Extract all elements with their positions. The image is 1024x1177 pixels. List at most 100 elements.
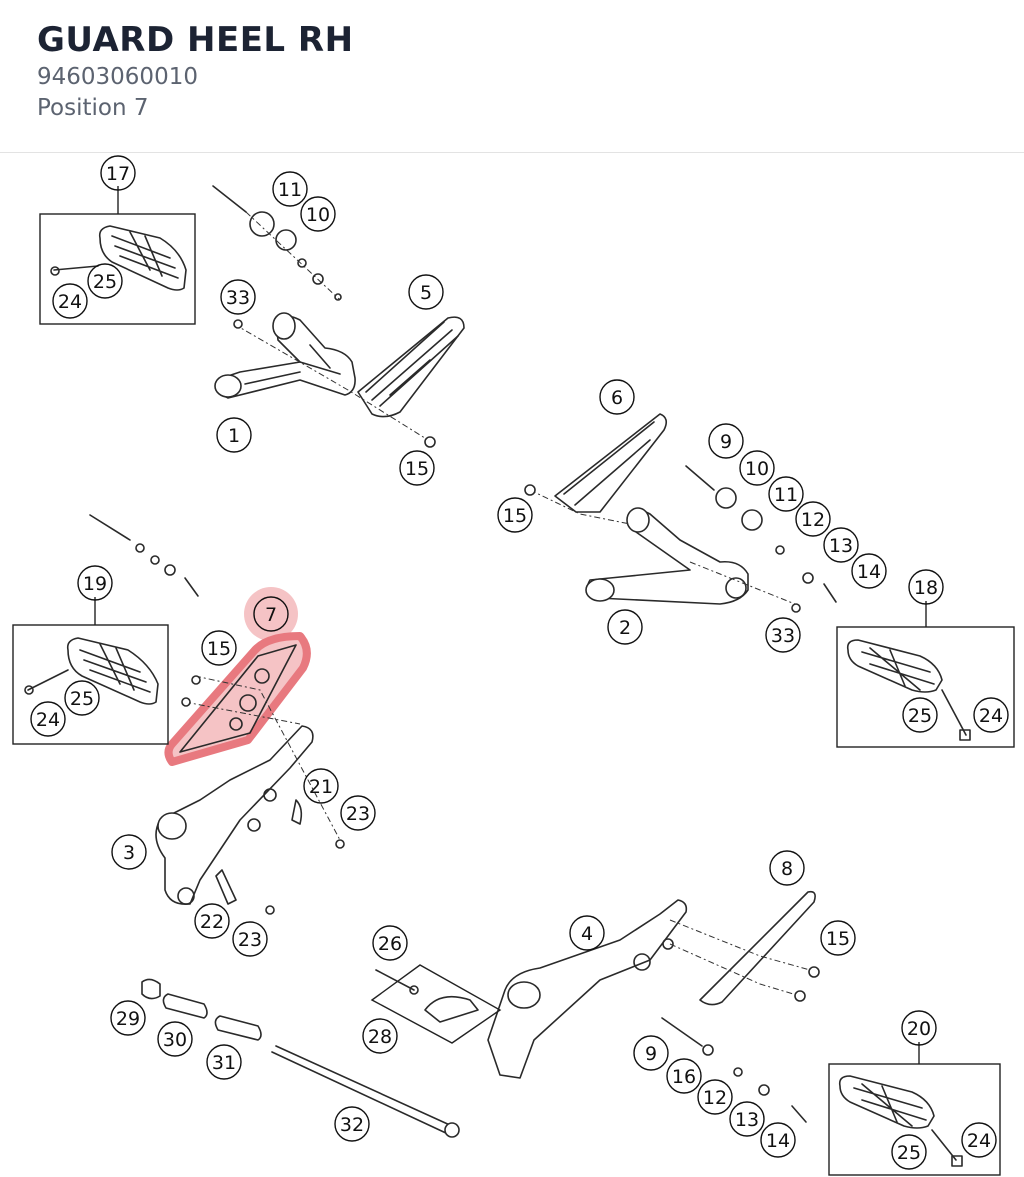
callout-29[interactable]: 29 [110, 1000, 146, 1036]
callout-11[interactable]: 11 [272, 171, 308, 207]
bushings-29-30-31 [141, 978, 262, 1041]
callout-number: 13 [735, 1109, 759, 1131]
callout-number: 9 [645, 1043, 657, 1065]
callout-15[interactable]: 15 [201, 630, 237, 666]
callout-33[interactable]: 33 [220, 279, 256, 315]
callout-32[interactable]: 32 [334, 1106, 370, 1142]
callout-number: 10 [745, 458, 769, 480]
callout-21[interactable]: 21 [303, 768, 339, 804]
callout-number: 17 [106, 163, 130, 185]
callout-25[interactable]: 25 [87, 263, 123, 299]
callout-13[interactable]: 13 [729, 1101, 765, 1137]
callout-17[interactable]: 17 [100, 155, 136, 191]
callout-9[interactable]: 9 [708, 423, 744, 459]
callout-10[interactable]: 10 [739, 450, 775, 486]
callout-11[interactable]: 11 [768, 476, 804, 512]
callout-23[interactable]: 23 [232, 921, 268, 957]
bolt-set-lower-right [661, 1017, 807, 1123]
callout-circle [961, 1122, 997, 1158]
callout-number: 33 [771, 625, 795, 647]
callout-10[interactable]: 10 [300, 196, 336, 232]
part-3-footrest-bracket-rear [89, 514, 345, 915]
callout-number: 24 [58, 291, 82, 313]
callout-31[interactable]: 31 [206, 1044, 242, 1080]
callout-2[interactable]: 2 [607, 609, 643, 645]
callout-number: 12 [703, 1087, 727, 1109]
callout-circle [599, 379, 635, 415]
callout-number: 12 [801, 509, 825, 531]
callout-22[interactable]: 22 [194, 903, 230, 939]
callout-circle [206, 1044, 242, 1080]
callout-number: 3 [123, 842, 135, 864]
callout-30[interactable]: 30 [157, 1021, 193, 1057]
callout-circle [362, 1018, 398, 1054]
callout-circle [30, 701, 66, 737]
callout-13[interactable]: 13 [823, 527, 859, 563]
callout-circle [100, 155, 136, 191]
callout-24[interactable]: 24 [52, 283, 88, 319]
callout-1[interactable]: 1 [216, 417, 252, 453]
callout-circle [300, 196, 336, 232]
callout-16[interactable]: 16 [666, 1058, 702, 1094]
callout-24[interactable]: 24 [30, 701, 66, 737]
callout-14[interactable]: 14 [851, 553, 887, 589]
callout-number: 33 [226, 287, 250, 309]
callout-number: 24 [36, 709, 60, 731]
callout-number: 18 [914, 577, 938, 599]
callout-5[interactable]: 5 [408, 274, 444, 310]
callout-7[interactable]: 7 [253, 596, 289, 632]
callout-24[interactable]: 24 [973, 697, 1009, 733]
callout-24[interactable]: 24 [961, 1122, 997, 1158]
callout-circle [973, 697, 1009, 733]
callout-19[interactable]: 19 [77, 565, 113, 601]
callout-number: 11 [774, 484, 798, 506]
callout-circle [77, 565, 113, 601]
callout-number: 32 [340, 1114, 364, 1136]
highlight-callout-bg [244, 587, 298, 641]
callout-25[interactable]: 25 [891, 1134, 927, 1170]
callout-25[interactable]: 25 [902, 697, 938, 733]
callout-number: 6 [611, 387, 623, 409]
part-number: 94603060010 [37, 64, 198, 90]
callout-15[interactable]: 15 [399, 450, 435, 486]
callout-12[interactable]: 12 [697, 1079, 733, 1115]
callout-26[interactable]: 26 [372, 925, 408, 961]
callout-circle [666, 1058, 702, 1094]
callout-number: 14 [766, 1130, 790, 1152]
callout-number: 23 [346, 803, 370, 825]
callout-number: 21 [309, 776, 333, 798]
callout-circle [769, 850, 805, 886]
callout-18[interactable]: 18 [908, 569, 944, 605]
callout-number: 26 [378, 933, 402, 955]
callout-circle [569, 915, 605, 951]
callout-circle [908, 569, 944, 605]
callout-23[interactable]: 23 [340, 795, 376, 831]
callout-8[interactable]: 8 [769, 850, 805, 886]
callout-33[interactable]: 33 [765, 617, 801, 653]
footpeg-group-20 [828, 1042, 1001, 1176]
callout-15[interactable]: 15 [497, 497, 533, 533]
callout-4[interactable]: 4 [569, 915, 605, 951]
callout-25[interactable]: 25 [64, 680, 100, 716]
callout-number: 8 [781, 858, 793, 880]
callout-3[interactable]: 3 [111, 834, 147, 870]
callout-14[interactable]: 14 [760, 1122, 796, 1158]
callout-number: 29 [116, 1008, 140, 1030]
callout-28[interactable]: 28 [362, 1018, 398, 1054]
callout-circle [851, 553, 887, 589]
callout-number: 5 [420, 282, 432, 304]
part-1-footrest-bracket-lh [212, 185, 465, 448]
callout-12[interactable]: 12 [795, 501, 831, 537]
callout-number: 19 [83, 573, 107, 595]
callout-20[interactable]: 20 [901, 1010, 937, 1046]
callout-6[interactable]: 6 [599, 379, 635, 415]
callout-number: 30 [163, 1029, 187, 1051]
callout-15[interactable]: 15 [820, 920, 856, 956]
callout-number: 15 [826, 928, 850, 950]
highlight-part-7[interactable] [164, 587, 311, 766]
callout-circle [901, 1010, 937, 1046]
callout-9[interactable]: 9 [633, 1035, 669, 1071]
callout-circle [399, 450, 435, 486]
exploded-parts-diagram: 1711102524335115691011121314152331825241… [12, 155, 1015, 1176]
footpeg-group-19 [12, 597, 169, 745]
